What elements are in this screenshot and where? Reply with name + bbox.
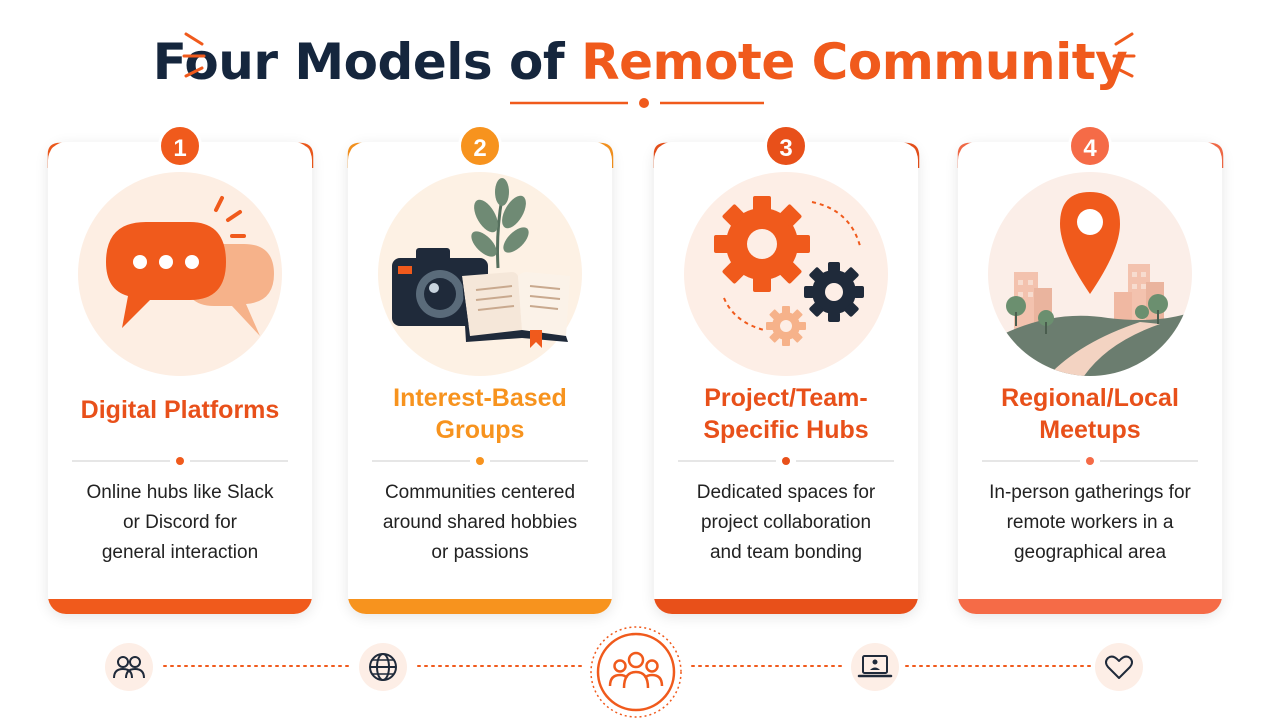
card-2-bottom-bar [348,599,612,614]
card-4-desc-line-1: In-person gatherings for [989,482,1191,503]
card-regional-local-meetups: Regional/Local Meetups In-person gatheri… [958,142,1222,614]
title-part-1: Four Models of [152,33,582,91]
card-2-divider [372,457,588,465]
left-burst-icon [182,32,206,78]
card-4-heading-line-2: Meetups [1039,416,1141,444]
card-3-heading-line-2: Specific Hubs [703,416,869,444]
card-2-heading-line-1: Interest-Based [393,384,567,412]
card-1-desc-line-1: Online hubs like Slack [86,482,274,503]
card-1-heading-line-1: Digital Platforms [80,396,280,424]
heart-icon [1095,643,1143,691]
card-3-description: Dedicated spaces for project collaborati… [674,478,898,568]
people-icon [105,643,153,691]
card-4-heading-line-1: Regional/Local [1001,384,1179,412]
card-1-description: Online hubs like Slack or Discord for ge… [68,478,292,568]
globe-icon [359,643,407,691]
card-1-desc-line-3: general interaction [101,542,259,563]
card-3-heading: Project/Team- Specific Hubs [654,382,918,446]
card-1-heading: Digital Platforms [48,394,312,426]
card-3-desc-line-1: Dedicated spaces for [696,482,876,503]
card-1-desc-line-2: or Discord for [122,512,238,533]
bottom-icon-strip [163,665,1091,667]
card-2-desc-line-1: Communities centered [384,482,576,503]
card-4-number-badge: 4 [1068,124,1112,168]
card-4-bottom-bar [958,599,1222,614]
page-title: Four Models of Remote Community [0,30,1280,94]
community-icon [590,626,682,718]
card-4-heading: Regional/Local Meetups [958,382,1222,446]
card-2-desc-line-2: around shared hobbies [382,512,578,533]
card-2-number-badge: 2 [458,124,502,168]
card-2-desc-line-3: or passions [431,542,529,563]
card-1-bottom-bar [48,599,312,614]
camera-book-plant-icon [392,178,570,348]
card-4-desc-line-2: remote workers in a [1006,512,1174,533]
card-4-desc-line-3: geographical area [1013,542,1167,563]
card-2-description: Communities centered around shared hobbi… [368,478,592,568]
card-3-desc-line-3: and team bonding [709,542,863,563]
right-burst-icon [1112,32,1136,78]
card-digital-platforms: Digital Platforms Online hubs like Slack… [48,142,312,614]
card-4-description: In-person gatherings for remote workers … [978,478,1202,568]
card-3-desc-line-2: project collaboration [700,512,872,533]
map-pin-city-icon [988,192,1192,376]
card-3-heading-line-1: Project/Team- [704,384,868,412]
card-2-heading: Interest-Based Groups [348,382,612,446]
gears-icon [714,196,864,346]
card-1-number-badge: 1 [158,124,202,168]
title-part-2: Remote Community [581,33,1128,91]
card-interest-based-groups: Interest-Based Groups Communities center… [348,142,612,614]
card-2-heading-line-2: Groups [435,416,525,444]
card-3-divider [678,457,894,465]
card-3-bottom-bar [654,599,918,614]
chat-bubbles-icon [106,196,274,336]
laptop-user-icon [851,643,899,691]
card-3-number-badge: 3 [764,124,808,168]
title-underline [510,98,764,108]
card-project-team-hubs: Project/Team- Specific Hubs Dedicated sp… [654,142,918,614]
card-1-divider [72,457,288,465]
card-4-divider [982,457,1198,465]
